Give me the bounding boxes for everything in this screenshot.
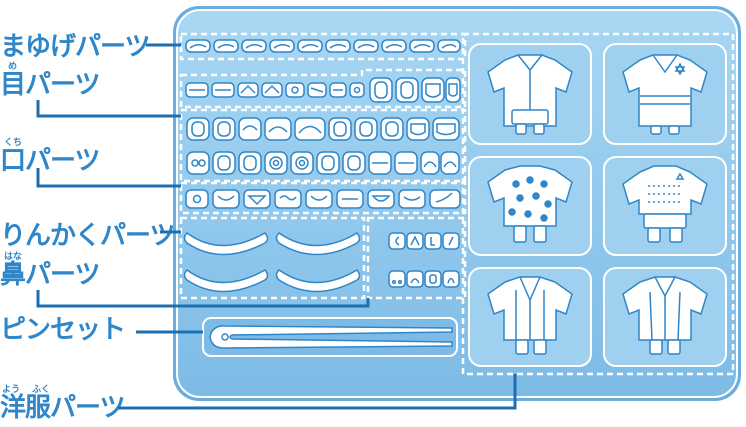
outfit-piece-6 bbox=[604, 268, 726, 366]
outfit-piece-3 bbox=[469, 157, 591, 255]
mouth-piece-row bbox=[186, 190, 460, 208]
outfit-piece-4 bbox=[604, 157, 726, 255]
eye-piece-row-2 bbox=[187, 118, 459, 140]
outfit-piece-2 bbox=[604, 44, 726, 144]
outfit-piece-1 bbox=[469, 44, 591, 144]
tweezers-icon bbox=[203, 318, 457, 356]
outfit-piece-5 bbox=[469, 268, 591, 366]
